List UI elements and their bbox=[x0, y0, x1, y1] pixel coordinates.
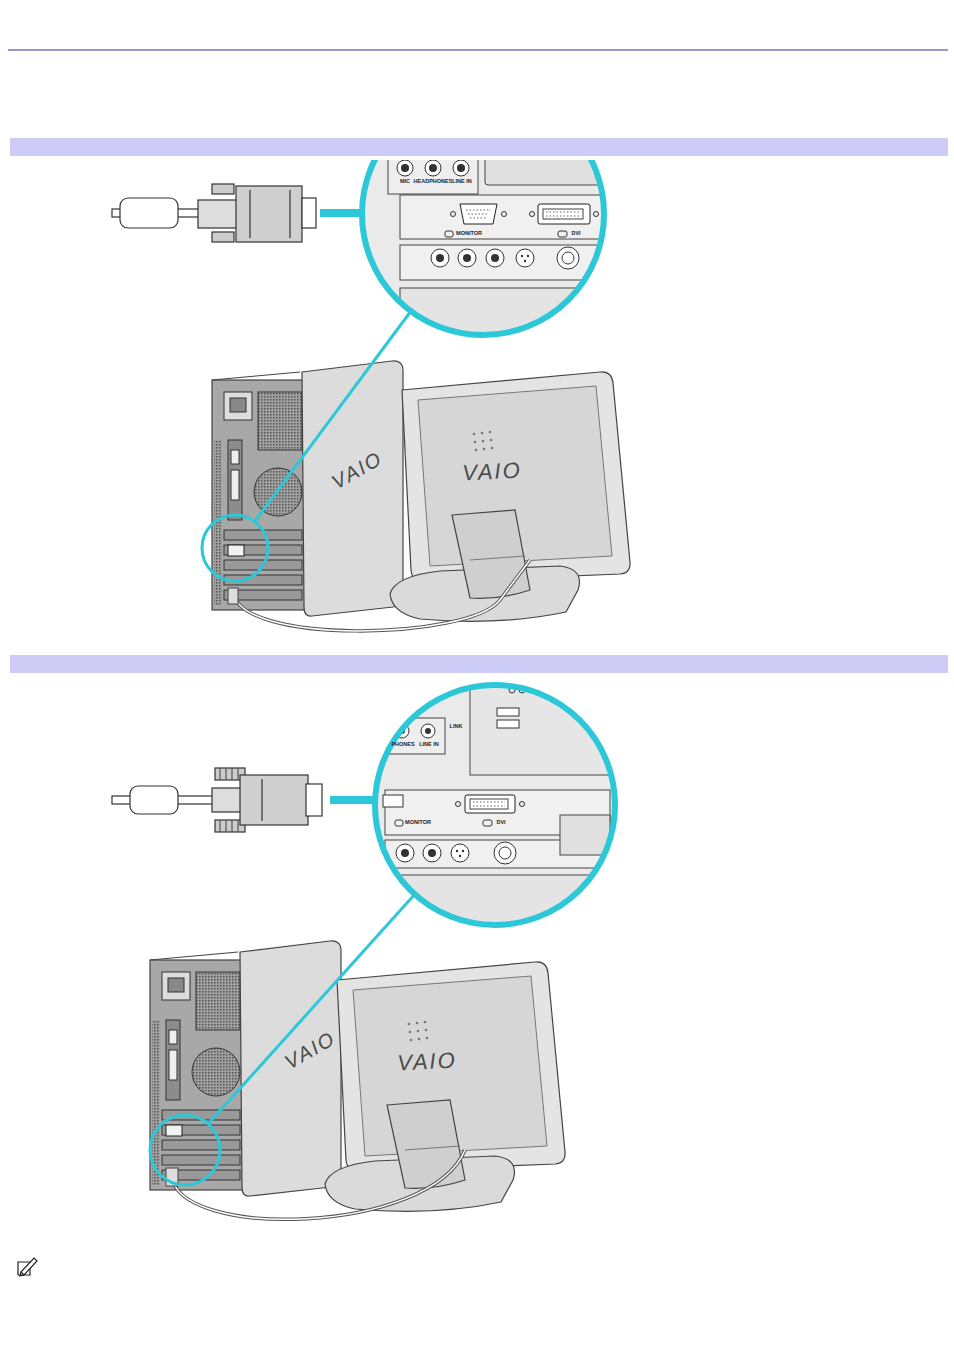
monitor-cable bbox=[228, 560, 530, 631]
monitor-cable bbox=[166, 1150, 465, 1219]
port-label: MIC bbox=[400, 179, 410, 185]
port-label: DVI bbox=[571, 231, 580, 237]
dvi-plug bbox=[112, 768, 322, 832]
brand-logo: VAIO bbox=[462, 459, 522, 484]
port-label: DVI bbox=[496, 820, 505, 826]
computer-and-monitor bbox=[212, 361, 630, 621]
port-label: PHONES bbox=[391, 742, 414, 748]
computer-and-monitor bbox=[150, 941, 565, 1211]
vga-plug bbox=[112, 184, 316, 242]
port-label: MONITOR bbox=[405, 820, 431, 826]
port-label: MONITOR bbox=[456, 231, 482, 237]
brand-logo: VAIO bbox=[328, 448, 385, 493]
brand-logo: VAIO bbox=[397, 1049, 457, 1074]
port-highlight bbox=[150, 1115, 220, 1185]
port-label: LINE IN bbox=[452, 179, 472, 185]
port-label: LINE IN bbox=[419, 742, 439, 748]
port-label: HEADPHONES bbox=[414, 179, 453, 185]
leader-line bbox=[255, 311, 411, 521]
note-icon bbox=[18, 1258, 37, 1276]
port-highlight bbox=[202, 515, 268, 581]
zoom-circle bbox=[370, 680, 620, 935]
brand-logo: VAIO bbox=[281, 1028, 338, 1073]
zoom-circle bbox=[360, 160, 615, 348]
leader-line bbox=[208, 894, 415, 1124]
port-label: LINK bbox=[450, 724, 463, 730]
